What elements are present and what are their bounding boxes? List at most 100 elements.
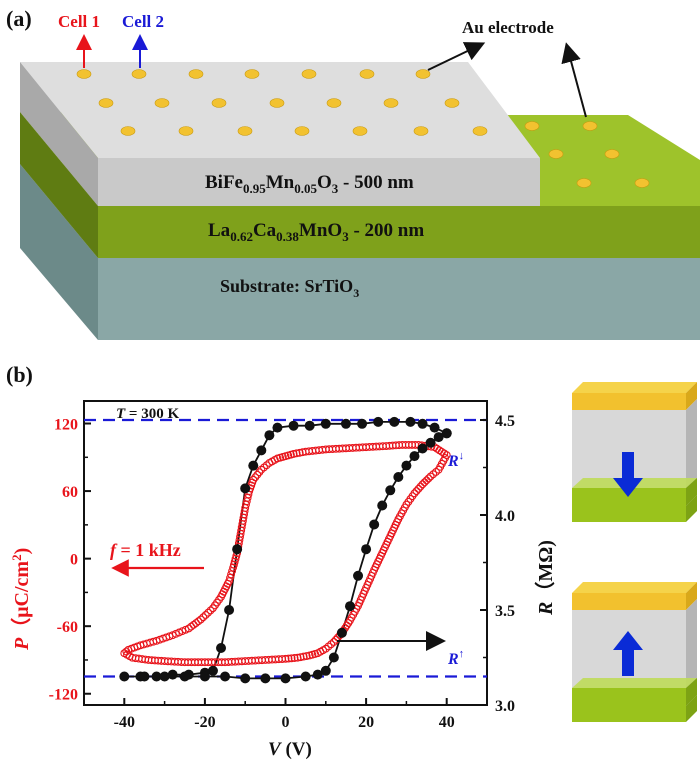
cell-schematic-up (572, 582, 697, 722)
resistance-point (361, 544, 372, 555)
bfmo-layer (20, 62, 540, 206)
polarization-point (290, 654, 299, 662)
resistance-point (312, 669, 323, 680)
resistance-point (260, 673, 271, 684)
polarization-point (262, 461, 271, 470)
polarization-point (441, 454, 450, 462)
polarization-point (255, 468, 264, 477)
x-tick-label: 20 (358, 714, 374, 731)
temperature-label: T = 300 K (116, 406, 179, 422)
polarization-point (412, 487, 421, 496)
panel-a-label: (a) (6, 6, 32, 31)
resistance-point (425, 437, 436, 448)
substrate-layer-label: Substrate: SrTiO3 (220, 276, 359, 300)
resistance-point (409, 451, 420, 462)
frequency-label: f = 1 kHz (110, 540, 181, 560)
y-left-tick-label: 120 (54, 417, 78, 434)
polarization-point (201, 610, 210, 619)
polarization-point (206, 606, 215, 615)
y-left-tick-label: 60 (62, 484, 78, 501)
resistance-point (232, 544, 243, 555)
polarization-point (204, 608, 213, 617)
electrode-arrow-left (427, 42, 486, 71)
polarization-point (432, 467, 440, 476)
resistance-point (417, 418, 428, 429)
resistance-point (429, 422, 440, 433)
resistance-point (353, 570, 364, 581)
polarization-point (293, 653, 302, 662)
y-left-tick-label: -120 (49, 687, 78, 704)
polarization-point (414, 484, 423, 493)
resistance-point (272, 422, 283, 433)
polarization-point (331, 635, 340, 644)
resistance-point (280, 673, 291, 684)
y-right-tick-label: 3.0 (495, 698, 515, 715)
x-tick-label: -20 (194, 714, 215, 731)
electrode-arrow-right (561, 42, 587, 118)
polarization-point (424, 474, 433, 483)
resistance-point (401, 460, 412, 471)
x-tick-label: 40 (439, 714, 455, 731)
resistance-point (240, 483, 251, 494)
y-left-tick-label: -60 (57, 619, 78, 636)
resistance-point (179, 671, 190, 682)
polarization-point (321, 644, 330, 653)
polarization-point (199, 613, 208, 622)
polarization-point (416, 482, 425, 491)
polarization-point (327, 640, 336, 649)
resistance-point (320, 665, 331, 676)
y-right-tick-label: 4.5 (495, 413, 515, 430)
resistance-point (389, 416, 400, 427)
resistance-line (124, 420, 448, 680)
polarization-point (253, 470, 262, 479)
resistance-point (119, 671, 130, 682)
r-down-label: R↓ (447, 450, 464, 470)
resistance-point (433, 432, 444, 443)
resistance-point (340, 418, 351, 429)
resistance-point (248, 460, 259, 471)
cell1-label: Cell 1 (58, 12, 100, 31)
resistance-point (151, 671, 162, 682)
resistance-point (288, 420, 299, 431)
polarization-point (410, 489, 419, 498)
resistance-point (220, 671, 231, 682)
electrode-label: Au electrode (462, 18, 554, 37)
resistance-point (304, 420, 315, 431)
y-left-tick-label: 0 (70, 552, 78, 569)
resistance-point (369, 519, 380, 530)
polarization-point (295, 448, 304, 457)
polarization-point (302, 652, 311, 660)
resistance-point (328, 652, 339, 663)
resistance-point (207, 665, 218, 676)
resistance-point (224, 605, 235, 615)
resistance-point (405, 416, 416, 427)
y-right-tick-label: 3.5 (495, 603, 515, 620)
polarization-point (260, 463, 268, 472)
cell-schematic-down (572, 382, 697, 522)
resistance-point (417, 443, 428, 454)
polarization-point (429, 470, 438, 479)
polarization-point (257, 465, 266, 474)
polarization-point (298, 448, 307, 457)
resistance-point (373, 416, 384, 427)
resistance-point (300, 671, 311, 682)
x-axis-title: V (V) (268, 739, 312, 760)
cell2-label: Cell 2 (122, 12, 164, 31)
resistance-point (264, 430, 275, 441)
polarization-point (284, 654, 293, 663)
panel-a: (a) (6, 6, 700, 340)
polarization-point (265, 458, 274, 467)
resistance-point (320, 418, 331, 429)
panel-b-label: (b) (6, 362, 33, 387)
polarization-point (299, 652, 308, 661)
resistance-point (199, 671, 210, 682)
r-up-label: R↑ (447, 648, 464, 668)
polarization-point (422, 476, 431, 485)
resistance-point (167, 669, 178, 680)
y-right-axis-title: R（MΩ) (534, 540, 557, 616)
arrow-down-icon (613, 452, 643, 497)
resistance-point (159, 671, 170, 682)
x-tick-label: 0 (282, 714, 290, 731)
resistance-point (256, 445, 267, 456)
